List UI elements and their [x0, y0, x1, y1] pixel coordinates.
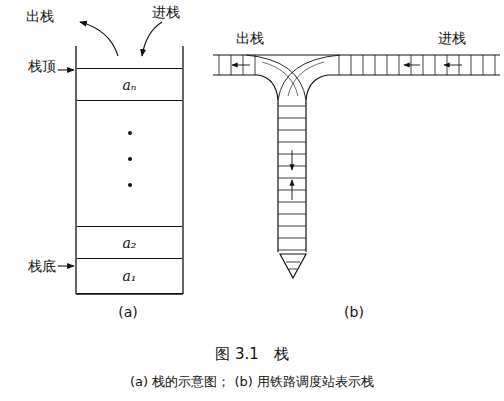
cell-label: aₙ — [122, 77, 136, 93]
pop-label: 出栈 — [236, 30, 264, 47]
cell-label: a₂ — [123, 235, 137, 251]
stack-cell: aₙ — [77, 68, 182, 101]
pop-label: 出栈 — [26, 8, 54, 25]
subfigure-label: (b) — [344, 304, 364, 321]
stack-cell: a₁ — [77, 258, 182, 294]
figure-caption: (a) 栈的示意图； (b) 用铁路调度站表示栈 — [130, 374, 374, 390]
top-label: 栈顶 — [28, 58, 56, 75]
track-arrows — [232, 65, 462, 200]
bottom-label: 栈底 — [28, 258, 56, 275]
railway-track — [213, 55, 500, 278]
ellipsis-dots — [128, 131, 132, 187]
push-pop-arrows — [58, 22, 162, 266]
figure-title: 图 3.1 栈 — [215, 345, 289, 363]
push-label: 进栈 — [152, 4, 180, 21]
subfigure-label: (a) — [118, 304, 138, 321]
stack-cell: a₂ — [77, 226, 182, 259]
cell-label: a₁ — [123, 268, 137, 284]
push-label: 进栈 — [438, 30, 466, 47]
stack-walls — [76, 46, 183, 294]
